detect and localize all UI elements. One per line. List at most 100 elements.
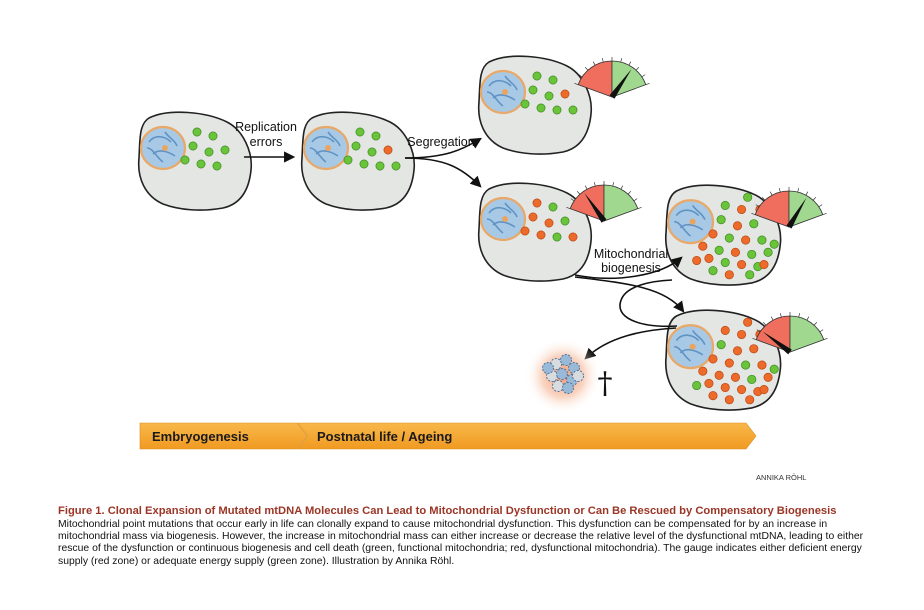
gauge-red-zone (755, 315, 791, 353)
dysfunctional-mitochondrion (724, 358, 734, 368)
gauge-green-zone (788, 190, 824, 228)
dysfunctional-mitochondrion (743, 317, 753, 327)
dysfunctional-mitochondrion (737, 385, 747, 395)
cell-mutated (300, 111, 415, 211)
functional-mitochondrion (747, 249, 757, 259)
dysfunctional-mitochondrion (544, 218, 554, 228)
functional-mitochondrion (720, 200, 730, 210)
functional-mitochondrion (548, 202, 558, 212)
dead-cell (525, 338, 601, 414)
loop-return-curve (619, 279, 678, 328)
functional-mitochondrion (204, 147, 214, 157)
timeline: Embryogenesis Postnatal life / Ageing (139, 422, 757, 450)
nucleus (666, 324, 715, 370)
functional-mitochondrion (188, 141, 198, 151)
functional-mitochondrion (757, 235, 767, 245)
functional-mitochondrion (716, 215, 726, 225)
functional-mitochondrion (367, 147, 377, 157)
functional-mitochondrion (351, 141, 361, 151)
dysfunctional-mitochondrion (536, 230, 546, 240)
functional-mitochondrion (708, 266, 718, 276)
dysfunctional-mitochondrion (568, 232, 578, 242)
dysfunctional-mitochondrion (708, 229, 718, 239)
segregation-label: Segregation (407, 135, 474, 149)
functional-mitochondrion (552, 232, 562, 242)
functional-mitochondrion (763, 247, 773, 257)
dysfunctional-mitochondrion (383, 145, 393, 155)
dysfunctional-mitochondrion (737, 204, 747, 215)
functional-mitochondrion (741, 360, 751, 370)
dysfunctional-mitochondrion (759, 385, 769, 395)
functional-mitochondrion (355, 127, 365, 137)
dysfunctional-mitochondrion (724, 270, 734, 280)
functional-mitochondrion (536, 103, 546, 113)
dysfunctional-mitochondrion (698, 366, 708, 376)
dysfunctional-mitochondrion (720, 325, 730, 335)
gauge-layer (566, 57, 828, 355)
nucleus (666, 199, 715, 245)
embryogenesis-label: Embryogenesis (152, 429, 249, 444)
dysfunctional-mitochondrion (737, 329, 747, 340)
functional-mitochondrion (208, 131, 218, 141)
functional-mitochondrion (520, 99, 530, 109)
cell-layer (137, 55, 782, 411)
functional-mitochondrion (548, 75, 558, 85)
functional-mitochondrion (749, 219, 759, 229)
dysfunctional-mitochondrion (708, 354, 718, 364)
functional-mitochondrion (375, 161, 385, 171)
biogenesis-loop-arrow (574, 276, 685, 313)
gauge-red-zone (754, 190, 790, 228)
biogenesis-label: Mitochondrial (594, 247, 668, 261)
dysfunctional-mitochondrion (560, 89, 570, 99)
dysfunctional-mitochondrion (724, 395, 734, 405)
functional-mitochondrion (769, 364, 779, 374)
functional-mitochondrion (212, 161, 222, 171)
replication-label: Replication (235, 120, 297, 134)
dysfunctional-mitochondrion (704, 253, 714, 263)
arrows (244, 137, 685, 360)
dysfunctional-mitochondrion (704, 378, 714, 388)
functional-mitochondrion (743, 192, 753, 202)
energy-gauge-biogenesis-failure (752, 312, 828, 355)
functional-mitochondrion (745, 270, 755, 280)
dysfunctional-mitochondrion (745, 395, 755, 405)
embryogenesis-arrow (139, 422, 308, 450)
functional-mitochondrion (528, 85, 538, 95)
cell-segregated-low (477, 55, 592, 155)
dysfunctional-mitochondrion (528, 212, 538, 222)
dysfunctional-mitochondrion (532, 198, 542, 208)
dysfunctional-mitochondrion (759, 260, 769, 270)
biogenesis-label-2: biogenesis (601, 261, 661, 275)
functional-mitochondrion (769, 239, 779, 249)
nucleus (479, 69, 527, 115)
functional-mitochondrion (692, 380, 702, 391)
functional-mitochondrion (724, 233, 734, 243)
death-arrow (584, 327, 677, 360)
functional-mitochondrion (343, 155, 353, 165)
dysfunctional-mitochondrion (730, 247, 740, 257)
functional-mitochondrion (716, 340, 726, 350)
biogenesis-arrow-up (574, 256, 683, 280)
segregation-arrow-down (404, 157, 482, 188)
functional-mitochondrion (747, 374, 757, 384)
dysfunctional-mitochondrion (732, 346, 743, 356)
gauge-needle (786, 197, 807, 229)
dysfunctional-mitochondrion (720, 382, 730, 393)
functional-mitochondrion (220, 145, 230, 155)
dagger-icon: † (598, 366, 613, 401)
gauge-needle (584, 193, 607, 223)
gauge-needle (762, 331, 792, 355)
dysfunctional-mitochondrion (757, 360, 767, 370)
functional-mitochondrion (532, 71, 542, 81)
energy-gauge-segregated-high (566, 181, 642, 223)
functional-mitochondrion (560, 216, 570, 226)
functional-mitochondrion (391, 161, 401, 171)
dysfunctional-mitochondrion (741, 235, 751, 245)
functional-mitochondrion (196, 159, 206, 169)
functional-mitochondrion (568, 105, 578, 115)
dysfunctional-mitochondrion (708, 391, 718, 401)
dysfunctional-mitochondrion (714, 370, 724, 380)
functional-mitochondrion (180, 155, 190, 165)
nucleus (302, 125, 350, 171)
postnatal-arrow (297, 422, 757, 450)
